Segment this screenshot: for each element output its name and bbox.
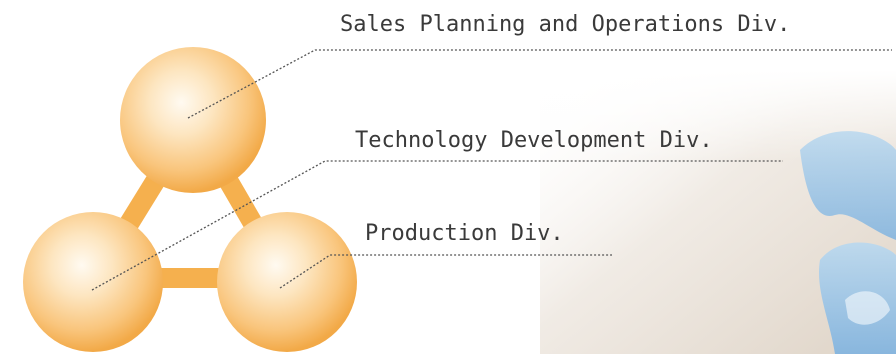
background-photo [540,70,896,354]
leader-line-sales [187,49,892,119]
sphere-top [120,47,266,193]
sphere-bottom-left [23,212,163,352]
leader-line-technology [91,160,783,291]
label-production: Production Div. [365,221,564,246]
label-technology-development: Technology Development Div. [355,128,713,153]
label-sales-planning: Sales Planning and Operations Div. [340,12,791,37]
sphere-bottom-right [217,212,357,352]
